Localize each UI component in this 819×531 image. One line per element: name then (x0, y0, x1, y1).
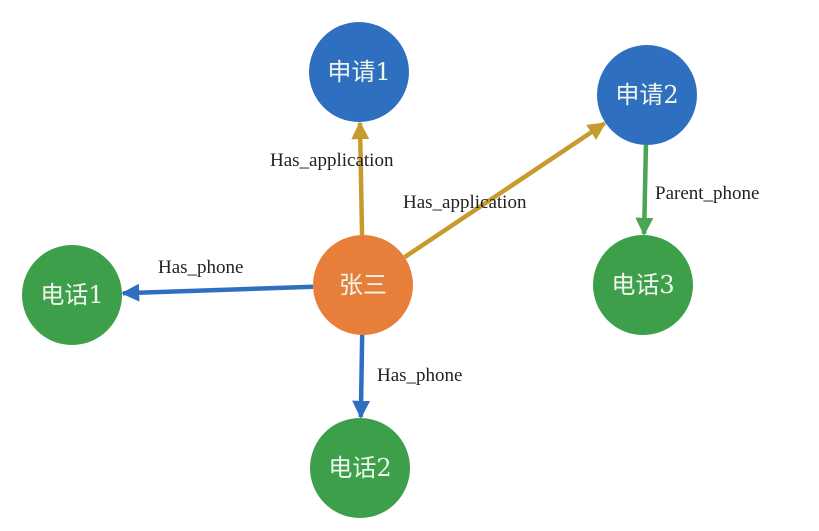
edge-label-has-phone: Has_phone (158, 257, 243, 278)
node-circle (597, 45, 697, 145)
node-phone2[interactable]: 电话2 (310, 418, 410, 518)
edge-person-app1 (351, 121, 370, 236)
edge-person-phone2 (352, 334, 371, 419)
node-circle (309, 22, 409, 122)
node-label: 申请2 (615, 81, 678, 109)
node-circle (22, 245, 122, 345)
edge-person-app2 (403, 121, 607, 260)
edge-person-phone1 (121, 283, 314, 302)
edge-label-parent-phone: Parent_phone (655, 183, 759, 204)
edge-label-has-application: Has_application (403, 192, 527, 213)
edge-label-has-application: Has_application (270, 150, 394, 171)
node-label: 张三 (339, 271, 387, 299)
edge-app2-phone3 (635, 144, 654, 236)
node-phone3[interactable]: 电话3 (593, 235, 693, 335)
node-phone1[interactable]: 电话1 (22, 245, 122, 345)
node-label: 申请1 (327, 58, 390, 86)
node-app1[interactable]: 申请1 (309, 22, 409, 122)
node-circle (310, 418, 410, 518)
edge-label-has-phone: Has_phone (377, 365, 462, 386)
node-person[interactable]: 张三 (313, 235, 413, 335)
node-app2[interactable]: 申请2 (597, 45, 697, 145)
node-circle (313, 235, 413, 335)
node-circle (593, 235, 693, 335)
node-label: 电话1 (40, 281, 103, 309)
node-label: 电话2 (328, 454, 391, 482)
node-label: 电话3 (611, 271, 674, 299)
